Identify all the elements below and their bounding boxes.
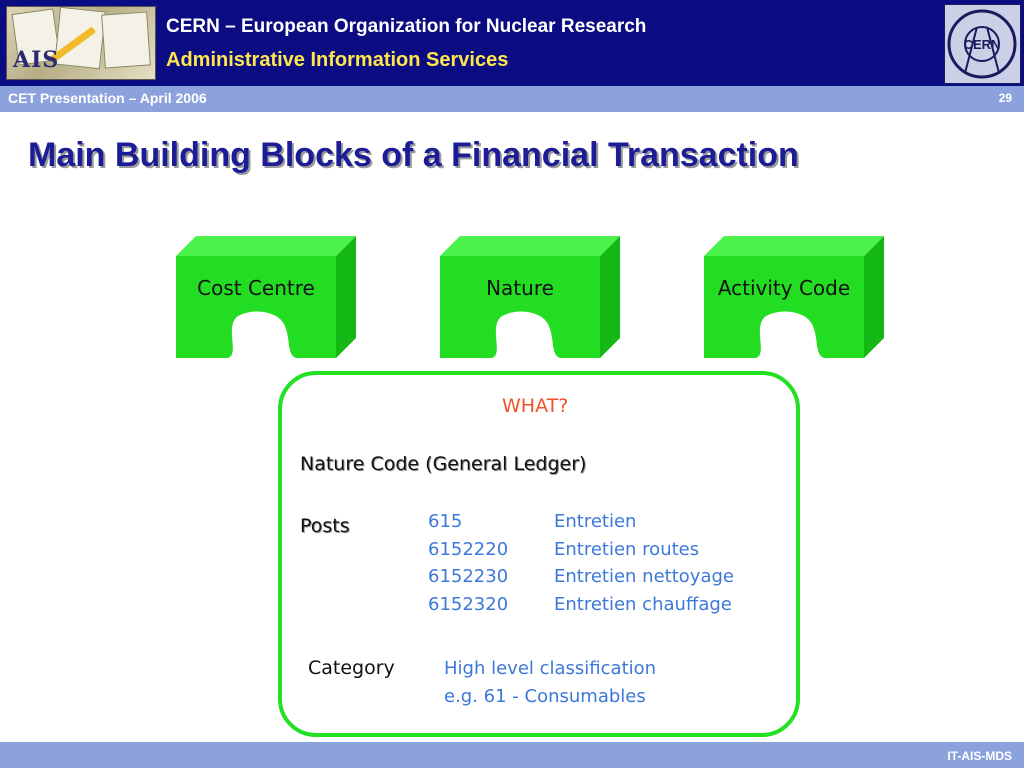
- nature-info-box: WHAT? Nature Code (General Ledger) Posts…: [278, 371, 800, 737]
- posts-label: Posts: [300, 515, 350, 537]
- footer-bar: IT-AIS-MDS: [0, 742, 1024, 768]
- cern-logo-text: CERN: [964, 37, 1001, 52]
- presentation-label: CET Presentation – April 2006: [8, 90, 207, 106]
- post-code: 6152230: [428, 566, 509, 587]
- post-row: 6152230 Entretien nettoyage: [428, 566, 734, 594]
- header-bar: AIS CERN – European Organization for Nuc…: [0, 0, 1024, 86]
- category-line: High level classification: [444, 658, 657, 679]
- info-band: CET Presentation – April 2006 29: [0, 86, 1024, 112]
- cern-logo: CERN: [944, 4, 1021, 84]
- what-question: WHAT?: [502, 395, 569, 417]
- post-row: 6152220 Entretien routes: [428, 539, 734, 567]
- ais-logo: AIS: [6, 6, 156, 80]
- nature-code-heading: Nature Code (General Ledger): [300, 453, 587, 475]
- cost-centre-block: Cost Centre: [176, 236, 356, 358]
- category-description: High level classification e.g. 61 - Cons…: [444, 655, 656, 711]
- post-code: 6152220: [428, 538, 509, 560]
- category-label: Category: [308, 657, 395, 679]
- post-description: Entretien: [554, 511, 637, 532]
- slide-title: Main Building Blocks of a Financial Tran…: [28, 136, 799, 174]
- post-description: Entretien routes: [554, 538, 700, 560]
- category-line: e.g. 61 - Consumables: [444, 686, 646, 707]
- block-label-activity-code: Activity Code: [717, 276, 851, 300]
- posts-table: 615 Entretien 6152220 Entretien routes 615…: [428, 511, 734, 621]
- nature-block: Nature: [440, 236, 620, 358]
- post-code: 6152320: [428, 593, 509, 615]
- block-label-cost-centre: Cost Centre: [197, 276, 315, 300]
- post-description: Entretien chauffage: [554, 593, 732, 615]
- post-description: Entretien nettoyage: [554, 566, 734, 587]
- page-number: 29: [998, 91, 1012, 105]
- post-row: 6152320 Entretien chauffage: [428, 594, 734, 622]
- footer-label: IT-AIS-MDS: [947, 749, 1012, 763]
- ais-logo-text: AIS: [13, 47, 60, 73]
- header-subtitle: Administrative Information Services: [166, 49, 509, 71]
- post-row: 615 Entretien: [428, 511, 734, 539]
- header-title: CERN – European Organization for Nuclear…: [166, 16, 647, 37]
- block-label-nature: Nature: [486, 276, 554, 300]
- activity-code-block: Activity Code: [704, 236, 884, 358]
- post-code: 615: [428, 511, 463, 532]
